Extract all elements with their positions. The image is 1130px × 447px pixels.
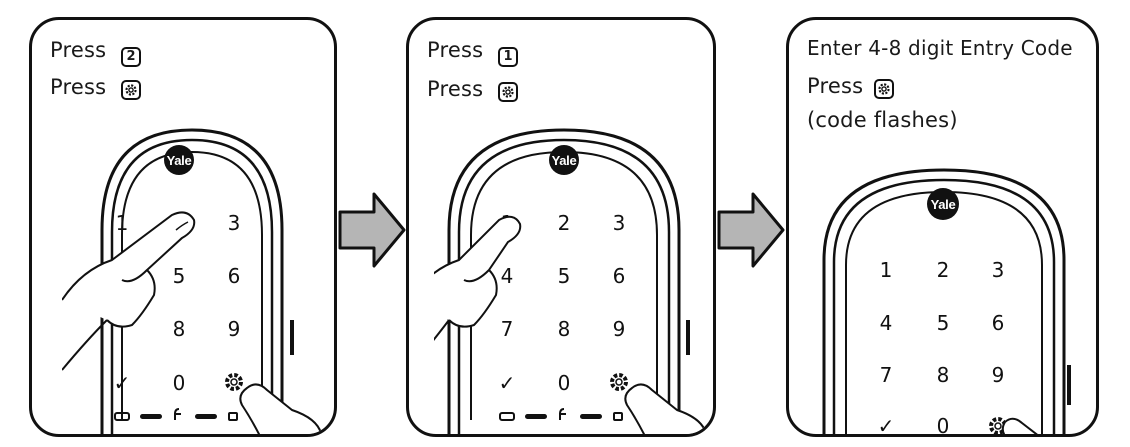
lock-keypad-device: Yale 1 2 3 5 6 8 9 ✓ 0 [62,128,322,434]
arrow-right-icon [717,192,785,268]
instruction-text: Press [807,74,864,98]
key-5: 5 [937,311,950,335]
lock-closed-icon [613,412,623,421]
key-9: 9 [992,363,1005,387]
gear-icon [874,79,895,99]
instruction-text: Press [50,75,107,99]
battery-icon [114,412,130,421]
key-2: 2 [558,211,571,235]
hand-icon [434,215,522,341]
key-0: 0 [173,371,186,395]
key-4: 4 [880,311,893,335]
side-slot [1067,365,1071,405]
lock-closed-icon [228,412,238,421]
key-3: 3 [992,258,1005,282]
hand-icon [62,211,196,371]
key-1-icon: 1 [498,47,519,67]
key-4: 4 [501,264,514,288]
step-panel-1: Press 2 Press Yale 1 2 3 5 6 8 9 ✓ 0 [29,17,337,437]
key-9: 9 [613,317,626,341]
gear-icon [225,373,243,391]
key-3: 3 [228,211,241,235]
key-2: 2 [937,258,950,282]
side-slot [686,320,690,355]
check-icon: ✓ [878,414,895,437]
gear-icon [610,373,628,391]
keypad: 1 2 3 5 6 8 9 ✓ 0 [114,211,243,395]
key-0: 0 [558,371,571,395]
arrow-right-icon [338,192,406,268]
check-icon: ✓ [114,371,131,395]
instruction-text: Press [50,38,107,62]
hand-icon [624,383,704,434]
key-8: 8 [173,317,186,341]
lock-open-icon [559,408,566,420]
key-6: 6 [613,264,626,288]
keypad: 1 2 3 4 5 6 7 8 9 ✓ 0 [499,211,628,395]
key-5: 5 [173,264,186,288]
instruction-line: Enter 4-8 digit Entry Code [807,36,1073,60]
key-7: 7 [501,317,514,341]
gear-icon [121,80,142,100]
keypad: 1 2 3 4 5 6 7 8 9 ✓ 0 [878,258,1007,437]
instruction-line: Press [427,77,519,102]
step-panel-2: Press 1 Press Yale 1 2 3 4 5 6 7 8 9 ✓ 0 [406,17,716,437]
key-1: 1 [116,211,129,235]
brand-text: Yale [167,153,192,168]
instruction-line: Press [50,75,142,100]
yale-logo [164,145,194,175]
instruction-text: Press [427,77,484,101]
instruction-line: Press 2 [50,38,142,67]
hand-icon [239,383,322,434]
key-6: 6 [228,264,241,288]
yale-logo [549,145,579,175]
key-9: 9 [228,317,241,341]
yale-logo [927,188,959,220]
key-5: 5 [558,264,571,288]
check-icon: ✓ [499,371,516,395]
hand-icon [1001,417,1038,434]
instruction-text: Enter 4-8 digit Entry Code [807,36,1073,60]
instruction-text: Press [427,38,484,62]
key-6: 6 [992,311,1005,335]
brand-text: Yale [552,153,577,168]
key-3: 3 [613,211,626,235]
step-panel-3: Enter 4-8 digit Entry Code Press (code f… [786,17,1099,437]
instruction-line: Press [807,74,895,99]
key-8: 8 [937,363,950,387]
instruction-line: (code flashes) [807,108,958,132]
key-7: 7 [880,363,893,387]
gear-icon [498,82,519,102]
brand-text: Yale [931,197,956,212]
key-0: 0 [937,414,950,437]
key-1: 1 [880,258,893,282]
status-bar [114,408,238,421]
instruction-text: (code flashes) [807,108,958,132]
lock-keypad-device: Yale 1 2 3 4 5 6 7 8 9 ✓ 0 [434,128,704,434]
side-slot [290,320,294,355]
key-8: 8 [558,317,571,341]
battery-icon [499,412,515,421]
lock-keypad-device: Yale 1 2 3 4 5 6 7 8 9 ✓ 0 [822,168,1071,437]
status-bar [499,408,623,421]
key-2-icon: 2 [121,47,142,67]
instruction-line: Press 1 [427,38,519,67]
lock-open-icon [174,408,181,420]
